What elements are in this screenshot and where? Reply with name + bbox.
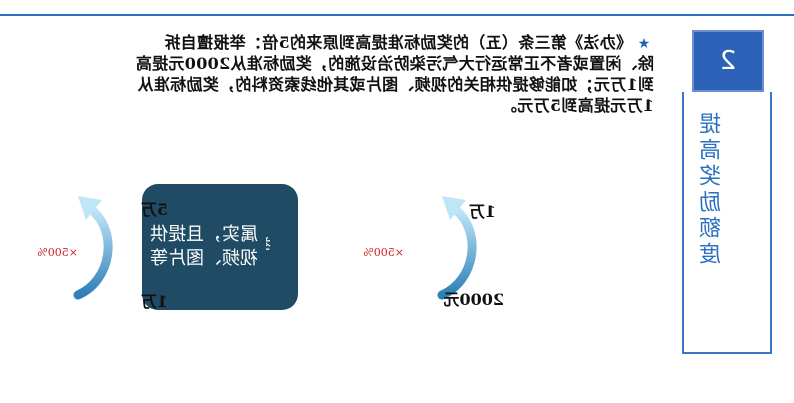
arrow-right-flow [437,196,477,300]
multiplier-right: ×500% [363,246,404,259]
value-to-right: 1万 [468,202,496,221]
value-from-left: 1万 [140,292,168,311]
value-to-left: 5万 [140,200,168,219]
multiplier-left: ×500% [37,246,78,259]
value-from-right: 2000元 [443,290,504,309]
arrow-left-flow [73,196,113,300]
